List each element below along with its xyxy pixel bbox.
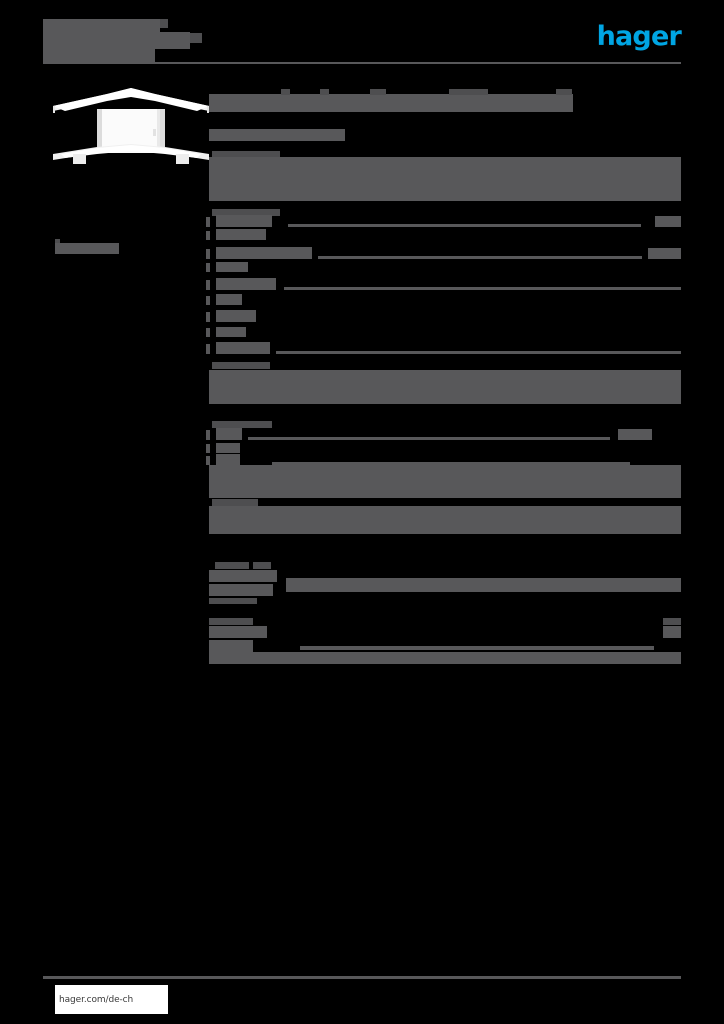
spec-subheading-2 (212, 499, 258, 506)
product-headline (209, 94, 573, 112)
spec-leader (248, 437, 610, 440)
spec-label-text (216, 342, 270, 354)
spec-label-text (209, 626, 267, 638)
section-heading-logistics (215, 562, 249, 569)
spec-label (206, 456, 210, 465)
description-label (212, 151, 280, 157)
spec-label-text (216, 262, 248, 272)
headline-mark-4 (449, 89, 488, 95)
spec-label (206, 344, 210, 354)
title-line-3 (43, 48, 155, 62)
headline-mark-5 (556, 89, 572, 95)
hager-logo[interactable]: hager (589, 21, 682, 52)
spec-leader (300, 646, 654, 650)
spec-label (206, 217, 210, 227)
spec-leader (284, 287, 681, 290)
spec-label-text (216, 310, 256, 322)
headline-mark-1 (281, 89, 290, 95)
product-caption-tick (55, 239, 60, 243)
spec-label-text (216, 229, 266, 240)
footer-divider (43, 976, 681, 979)
title-line-1 (43, 19, 160, 32)
spec-label-text (209, 570, 277, 582)
spec-label-text (216, 294, 242, 305)
spec-sub-label (209, 618, 253, 625)
spec-value (618, 429, 652, 440)
spec-block-paragraph-2 (209, 506, 681, 534)
spec-label-text (216, 215, 272, 227)
spec-label-text (216, 247, 312, 259)
product-subheadline (209, 129, 345, 141)
section-heading-technical (212, 209, 280, 216)
spec-label-text (216, 443, 240, 453)
headline-mark-2 (320, 89, 329, 95)
spec-label-text (216, 428, 242, 440)
spec-leader (276, 351, 681, 354)
spec-block-paragraph (209, 370, 681, 404)
headline-mark-3 (370, 89, 386, 95)
spec-label-text (216, 278, 276, 290)
title-line-2 (43, 32, 190, 49)
hager-logo-text: hager (596, 21, 682, 52)
spec-value (655, 216, 681, 227)
spec-label (206, 231, 210, 240)
page-header: hager (0, 0, 724, 72)
spec-label (206, 430, 210, 440)
spec-sub-value (663, 618, 681, 625)
header-divider (43, 62, 681, 64)
spec-subheading (212, 362, 270, 369)
section-heading-logistics-b (253, 562, 271, 569)
section-heading-properties (212, 421, 272, 428)
spec-label-text (209, 584, 273, 596)
spec-label (206, 263, 210, 272)
spec-label (206, 312, 210, 322)
footer-url-text: hager.com/de-ch (59, 994, 134, 1005)
spec-label (206, 444, 210, 453)
spec-leader (286, 578, 681, 592)
spec-block-paragraph (209, 465, 681, 498)
spec-label-text (216, 327, 246, 337)
spec-label (206, 280, 210, 290)
spec-label (206, 249, 210, 259)
spec-row-fill (209, 652, 681, 664)
footer-url-box[interactable]: hager.com/de-ch (55, 985, 168, 1014)
spec-leader (288, 224, 641, 227)
spec-value (648, 248, 681, 259)
product-photo (47, 84, 215, 172)
page-footer: hager.com/de-ch (0, 976, 724, 1024)
spec-label (206, 296, 210, 305)
product-caption (55, 243, 119, 254)
spec-leader (318, 256, 642, 259)
spec-leader (272, 462, 630, 465)
spec-label-text (216, 454, 240, 465)
spec-label-text (209, 598, 257, 604)
spec-label (206, 328, 210, 337)
title-accent-mark (160, 19, 168, 28)
title-superscript (190, 33, 202, 43)
spec-label-text (209, 640, 253, 652)
spec-value (663, 626, 681, 638)
product-description (209, 157, 681, 201)
